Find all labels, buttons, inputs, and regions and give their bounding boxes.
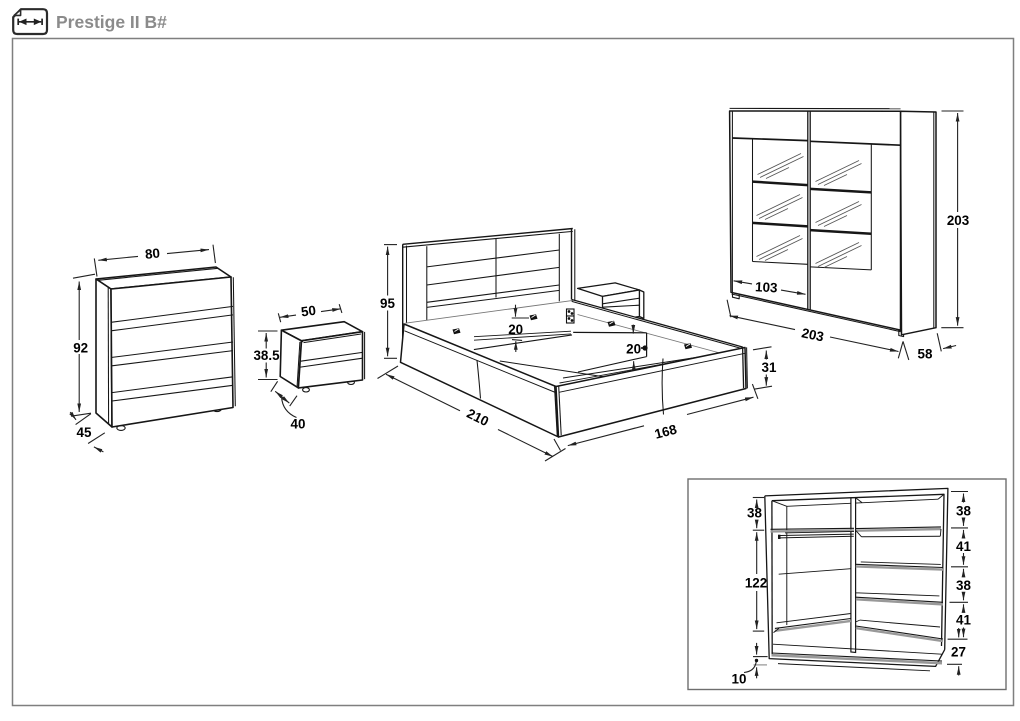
svg-text:103: 103 (755, 279, 778, 295)
svg-text:203: 203 (947, 213, 969, 228)
svg-text:41: 41 (956, 612, 971, 627)
svg-text:27: 27 (951, 645, 966, 660)
svg-text:38: 38 (747, 506, 762, 521)
svg-text:168: 168 (653, 421, 679, 441)
svg-text:122: 122 (745, 575, 767, 590)
svg-text:31: 31 (762, 360, 777, 375)
svg-text:203: 203 (800, 325, 825, 344)
svg-text:50: 50 (300, 303, 317, 320)
svg-text:10: 10 (732, 671, 747, 686)
svg-text:210: 210 (464, 406, 491, 429)
svg-text:45: 45 (77, 425, 92, 440)
svg-text:38.5: 38.5 (253, 348, 280, 363)
svg-text:Prestige II B#: Prestige II B# (56, 12, 167, 32)
svg-text:95: 95 (380, 296, 395, 311)
svg-text:20: 20 (626, 341, 641, 356)
svg-text:80: 80 (144, 246, 160, 262)
svg-text:40: 40 (291, 417, 306, 432)
svg-text:58: 58 (918, 346, 933, 361)
svg-text:20: 20 (508, 322, 523, 337)
svg-text:38: 38 (956, 504, 971, 519)
svg-text:41: 41 (956, 539, 971, 554)
svg-text:92: 92 (73, 340, 88, 355)
svg-text:38: 38 (956, 578, 971, 593)
